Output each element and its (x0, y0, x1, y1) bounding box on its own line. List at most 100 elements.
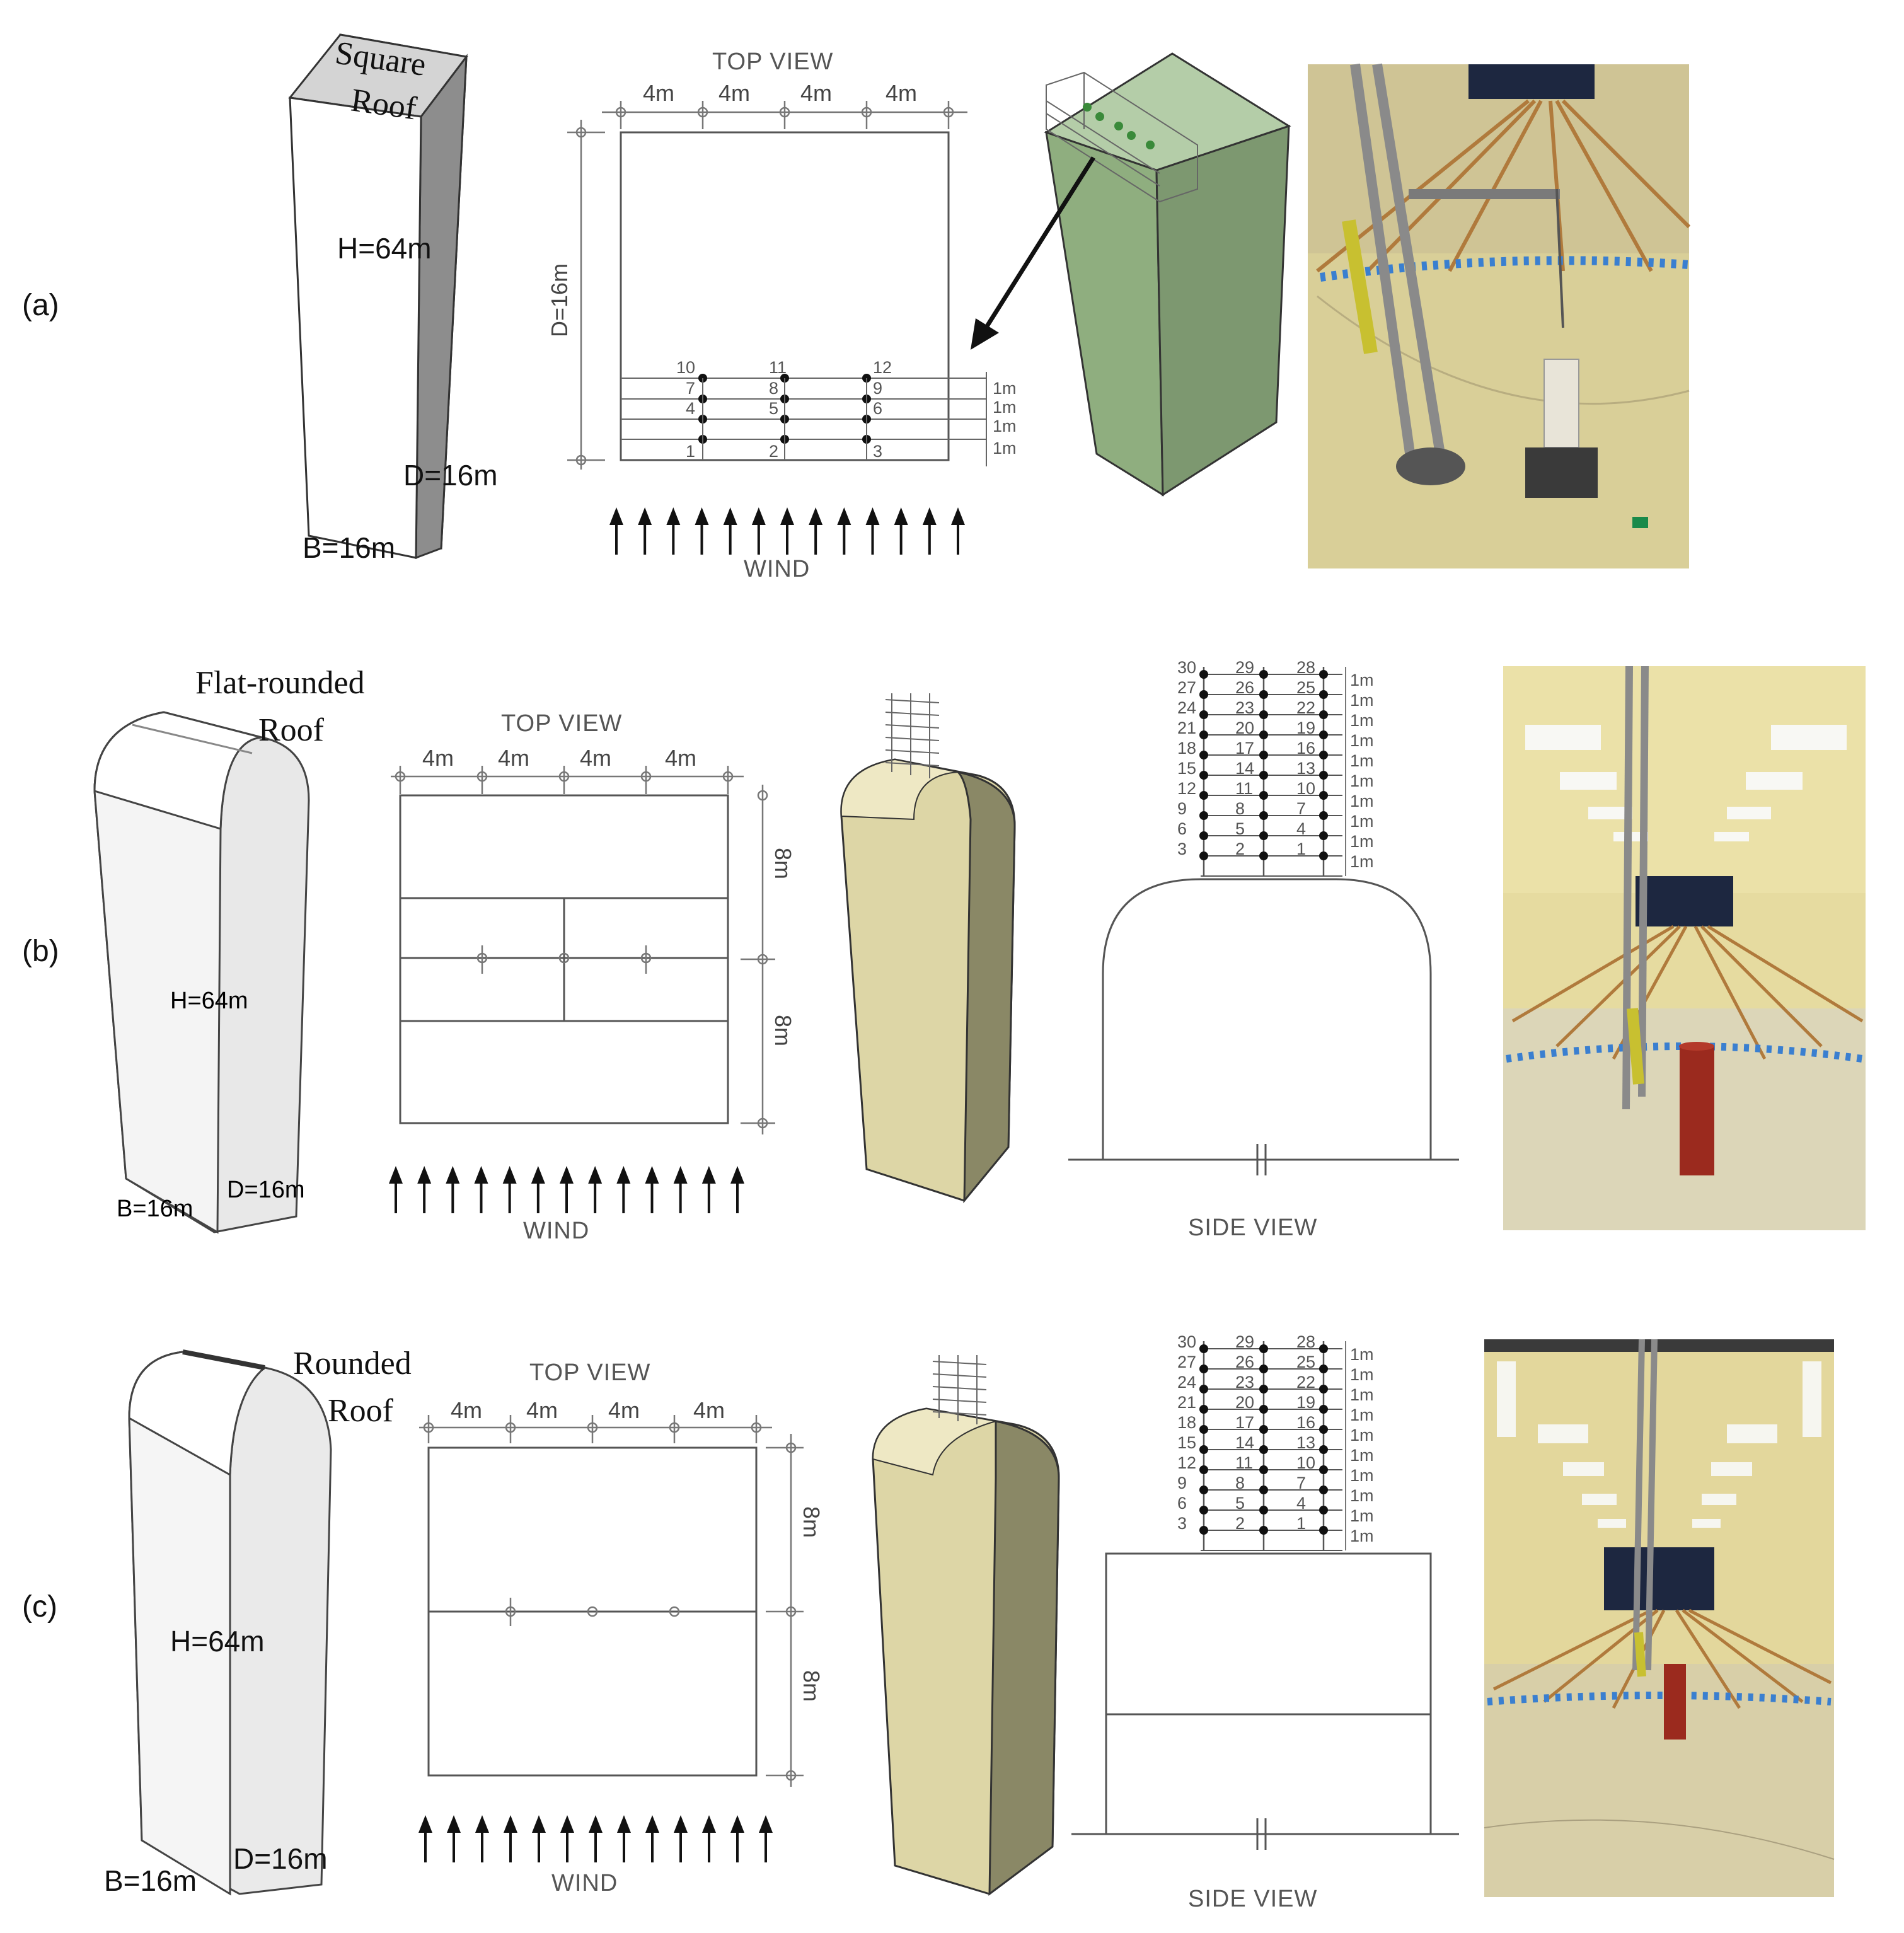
wind-arrow-c-2 (447, 1815, 461, 1862)
tap-point (1199, 690, 1208, 699)
tap-point (1199, 1425, 1208, 1434)
panel-a-label: (a) (22, 289, 59, 322)
tap-number: 15 (1177, 759, 1196, 778)
square-row-spacing-3: 1m (993, 417, 1017, 436)
rounded-half-depth-2: 8m (799, 1670, 824, 1702)
tap-number: 2 (1235, 1514, 1245, 1533)
flat-rounded-top-view-title: TOP VIEW (501, 710, 622, 737)
tap-point (1259, 1385, 1268, 1393)
tap-point (1259, 1405, 1268, 1414)
square-row-spacing-1: 1m (993, 379, 1017, 398)
row-spacing-label: 1m (1350, 731, 1374, 750)
wind-arrow-b-11 (673, 1166, 688, 1213)
tap-number: 1 (1296, 1514, 1306, 1533)
tap-number: 22 (1296, 698, 1315, 717)
square-span-2: 4m (718, 80, 750, 106)
square-height-label: H=64m (337, 232, 432, 265)
tap-number: 24 (1177, 698, 1196, 717)
tap-number: 30 (1177, 1332, 1196, 1351)
wind-arrow-a-4 (695, 507, 709, 555)
row-spacing-label: 1m (1350, 1365, 1374, 1384)
row-spacing-label: 1m (1350, 671, 1374, 690)
tap-point (1259, 1465, 1268, 1474)
tap-number: 7 (1296, 799, 1306, 818)
square-tap-12: 12 (873, 358, 892, 377)
row-spacing-label: 1m (1350, 691, 1374, 710)
tap-point (1259, 1506, 1268, 1515)
wind-arrow-a-13 (951, 507, 965, 555)
tap-number: 28 (1296, 658, 1315, 677)
wind-arrow-a-9 (837, 507, 851, 555)
tap-point (1259, 1344, 1268, 1353)
tap-point (1319, 1526, 1328, 1535)
tap-point (1319, 1385, 1328, 1393)
tap-number: 17 (1235, 739, 1254, 758)
tap-point (1199, 1465, 1208, 1474)
square-tap-10: 10 (676, 358, 695, 377)
wind-arrow-b-8 (588, 1166, 603, 1213)
square-span-1: 4m (643, 80, 674, 106)
tap-point (1199, 1486, 1208, 1494)
rounded-height-label: H=64m (170, 1625, 265, 1658)
tap-number: 6 (1177, 1494, 1187, 1513)
wind-arrow-a-5 (723, 507, 737, 555)
wind-arrow-a-7 (780, 507, 794, 555)
wind-arrow-c-13 (759, 1815, 773, 1862)
tap-number: 12 (1177, 1453, 1196, 1472)
tap-point (1199, 1365, 1208, 1373)
flat-rounded-side-view-title: SIDE VIEW (1188, 1215, 1317, 1241)
row-spacing-label: 1m (1350, 1506, 1374, 1525)
row-spacing-label: 1m (1350, 751, 1374, 770)
tap-number: 19 (1296, 718, 1315, 737)
flat-rounded-roof-title-1: Flat-rounded (195, 665, 365, 701)
panel-b: (b) Flat-rounded Roof H=64m D=16m B=16m … (22, 658, 1866, 1244)
flat-rounded-top-view: TOP VIEW 4m 4m 4m 4m 8m 8m WIND (389, 710, 796, 1244)
tap-number: 24 (1177, 1373, 1196, 1392)
tap-point (1319, 851, 1328, 860)
rounded-half-depth-1: 8m (799, 1506, 824, 1538)
tap-point (1319, 1425, 1328, 1434)
tap-number: 5 (1235, 819, 1245, 838)
wind-arrow-a-6 (751, 507, 766, 555)
square-tap-7: 7 (686, 379, 695, 398)
rounded-span-3: 4m (608, 1397, 640, 1423)
tap-point (1319, 791, 1328, 800)
wind-arrow-b-9 (616, 1166, 631, 1213)
square-depth-label: D=16m (403, 459, 498, 492)
panel-a: (a) Square Roof H=64m D=16m B=16m TOP VI… (22, 33, 1691, 582)
flat-rounded-span-4: 4m (665, 745, 696, 771)
tap-point (1319, 1365, 1328, 1373)
flat-rounded-wind-label: WIND (523, 1218, 589, 1244)
row-spacing-label: 1m (1350, 1466, 1374, 1485)
square-tap-9: 9 (873, 379, 882, 398)
tap-number: 27 (1177, 1353, 1196, 1371)
tap-number: 10 (1296, 1453, 1315, 1472)
tap-number: 14 (1235, 759, 1254, 778)
tap-number: 3 (1177, 840, 1187, 858)
tap-point (1319, 771, 1328, 780)
row-spacing-label: 1m (1350, 771, 1374, 790)
tap-number: 11 (1235, 779, 1253, 798)
square-tap-4: 4 (686, 399, 695, 418)
square-row-spacing-4: 1m (993, 439, 1017, 458)
tap-number: 8 (1235, 1474, 1245, 1492)
tap-point (1319, 811, 1328, 820)
tap-number: 11 (1235, 1453, 1253, 1472)
tap-point (1199, 751, 1208, 759)
wind-arrow-c-10 (674, 1815, 688, 1862)
wind-arrow-b-1 (389, 1166, 403, 1213)
tap-point (1259, 1425, 1268, 1434)
tap-number: 5 (1235, 1494, 1245, 1513)
tap-number: 26 (1235, 678, 1254, 697)
wind-arrow-b-12 (701, 1166, 716, 1213)
wind-arrow-c-12 (730, 1815, 744, 1862)
tap-number: 23 (1235, 698, 1254, 717)
tap-point (1259, 1445, 1268, 1454)
tap-point (1259, 751, 1268, 759)
flat-rounded-roof-title-2: Roof (258, 712, 325, 748)
square-top-view-title: TOP VIEW (712, 49, 833, 75)
tap-number: 28 (1296, 1332, 1315, 1351)
wind-arrow-a-11 (894, 507, 908, 555)
